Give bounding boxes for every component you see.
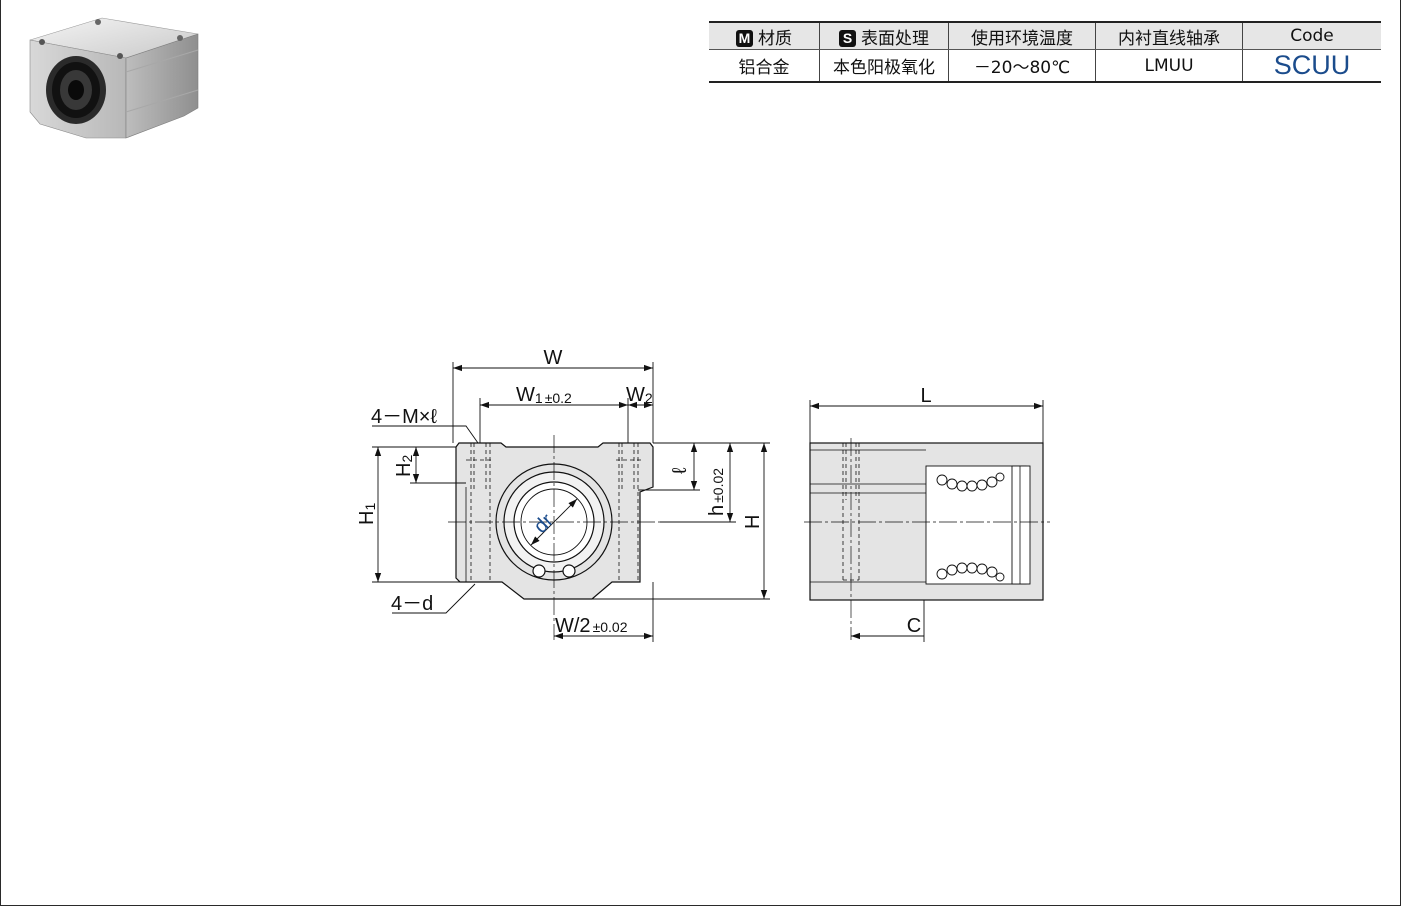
side-retainer: [1011, 465, 1031, 585]
surface-badge-icon: S: [839, 29, 856, 47]
side-balls-top: [936, 472, 1005, 492]
header-material: M 材质: [709, 21, 820, 50]
label-Whalf: W/2±0.02: [555, 615, 628, 637]
label-H2: H2: [393, 455, 415, 477]
value-material: 铝合金: [709, 49, 820, 83]
label-W2: W2: [626, 384, 653, 406]
label-L: L: [920, 385, 931, 407]
label-H1: H1: [356, 503, 378, 525]
header-code: Code: [1242, 21, 1381, 50]
header-material-label: 材质: [758, 28, 792, 49]
front-hidden-holes: [466, 443, 642, 582]
value-surface: 本色阳极氧化: [819, 49, 949, 83]
spec-value-row: 铝合金 本色阳极氧化 －20～80℃ LMUU SCUU: [709, 49, 1381, 83]
label-hole: 4－d: [391, 593, 433, 615]
label-W1: W1±0.2: [516, 384, 572, 406]
dr-dimension-line: [530, 498, 578, 546]
header-surface: S 表面处理: [819, 21, 949, 50]
header-bearing: 内衬直线轴承: [1095, 21, 1243, 50]
value-bearing: LMUU: [1095, 49, 1243, 83]
linear-bushing-block-photo: [29, 17, 199, 139]
side-balls-bottom: [936, 562, 1005, 582]
front-dimensions: [372, 362, 770, 642]
spec-header-row: M 材质 S 表面处理 使用环境温度 内衬直线轴承 Code: [709, 21, 1381, 50]
header-surface-label: 表面处理: [861, 28, 929, 49]
side-view: [804, 438, 1050, 640]
label-W: W: [544, 347, 563, 369]
value-temperature: －20～80℃: [948, 49, 1096, 83]
value-code: SCUU: [1242, 49, 1381, 83]
side-labels: L C: [907, 385, 932, 637]
label-thread: 4－M×ℓ: [371, 406, 437, 428]
label-h: h±0.02: [706, 468, 728, 516]
label-H: H: [742, 515, 764, 529]
side-hidden-holes: [842, 443, 860, 581]
front-hole-right: [562, 564, 576, 578]
header-temperature: 使用环境温度: [948, 21, 1096, 50]
label-C: C: [907, 615, 921, 637]
label-ell: ℓ: [669, 467, 691, 474]
front-hole-left: [532, 564, 546, 578]
side-dimensions: [809, 400, 1044, 642]
front-view: [448, 435, 660, 640]
material-badge-icon: M: [736, 29, 753, 47]
side-center-lines: [804, 438, 1050, 640]
hole-leader: [392, 583, 476, 614]
thread-leader: [372, 425, 479, 444]
spec-table: M 材质 S 表面处理 使用环境温度 内衬直线轴承 Code 铝合金 本色阳极氧化 …: [709, 21, 1381, 83]
